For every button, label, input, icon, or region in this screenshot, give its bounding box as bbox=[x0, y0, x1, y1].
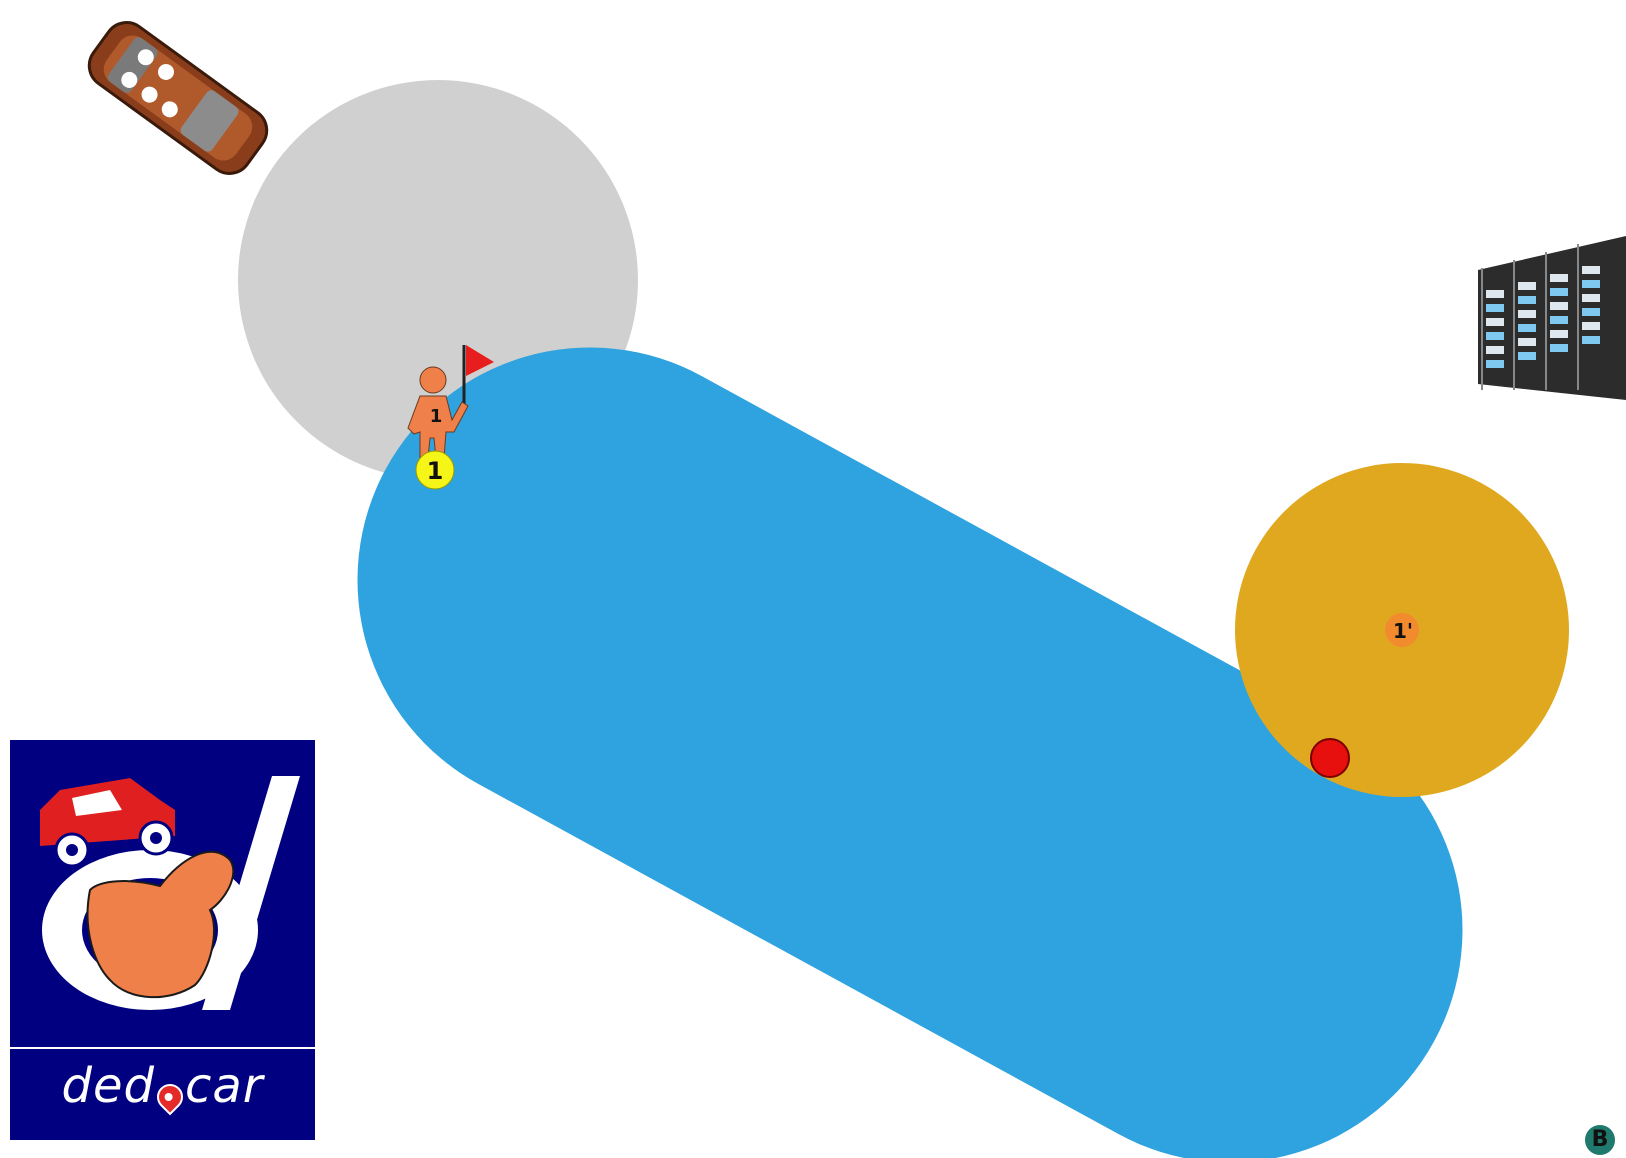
logo-graphic bbox=[10, 740, 315, 1045]
route-path bbox=[590, 580, 1230, 930]
pickup-marker-label: 1 bbox=[427, 457, 444, 485]
corner-badge: B bbox=[1585, 1125, 1615, 1155]
dropoff-marker-label: 1' bbox=[1393, 619, 1413, 643]
logo-car-icon bbox=[40, 778, 175, 866]
location-pin-icon bbox=[152, 1079, 189, 1116]
end-point bbox=[1311, 739, 1349, 777]
car-icon bbox=[81, 14, 276, 182]
server-rack-icon bbox=[1478, 236, 1626, 400]
logo-wordmark-right: car bbox=[185, 1058, 264, 1114]
logo-divider bbox=[10, 1047, 315, 1049]
person-shirt-number: 1 bbox=[430, 406, 443, 427]
logo-wordmark-left: ded bbox=[61, 1058, 154, 1114]
